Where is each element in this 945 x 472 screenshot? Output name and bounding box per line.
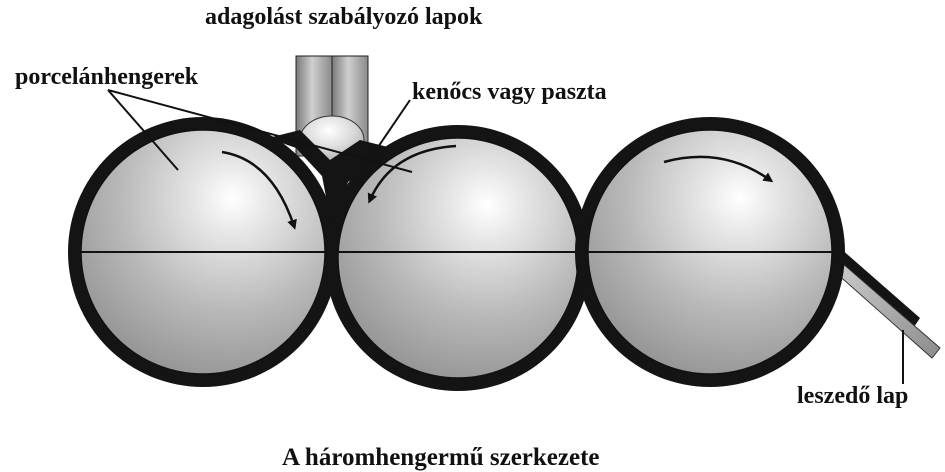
leader-rollers-left xyxy=(107,89,179,171)
roller-left xyxy=(68,117,338,387)
leader-rollers-middle xyxy=(107,89,413,173)
rotation-arrow-middle xyxy=(367,144,457,204)
figure-caption: A háromhengermű szerkezete xyxy=(282,444,600,471)
roller-middle xyxy=(325,125,591,391)
label-rollers: porcelánhengerek xyxy=(15,64,199,90)
leader-paste xyxy=(375,99,411,151)
leader-lines xyxy=(107,89,904,384)
label-paste: kenőcs vagy paszta xyxy=(412,79,607,105)
rotation-arrow-left xyxy=(221,150,297,230)
label-feed-blades: adagolást szabályozó lapok xyxy=(205,4,483,30)
rotation-arrows xyxy=(221,144,774,230)
rotation-arrow-right xyxy=(663,155,774,183)
paste-layer xyxy=(268,130,392,228)
paste-wedge xyxy=(268,130,392,228)
scraper-blade-rim xyxy=(828,248,920,330)
label-scraper: leszedő lap xyxy=(797,383,909,409)
roller-right xyxy=(575,117,845,387)
roller-middle-body xyxy=(337,137,579,379)
